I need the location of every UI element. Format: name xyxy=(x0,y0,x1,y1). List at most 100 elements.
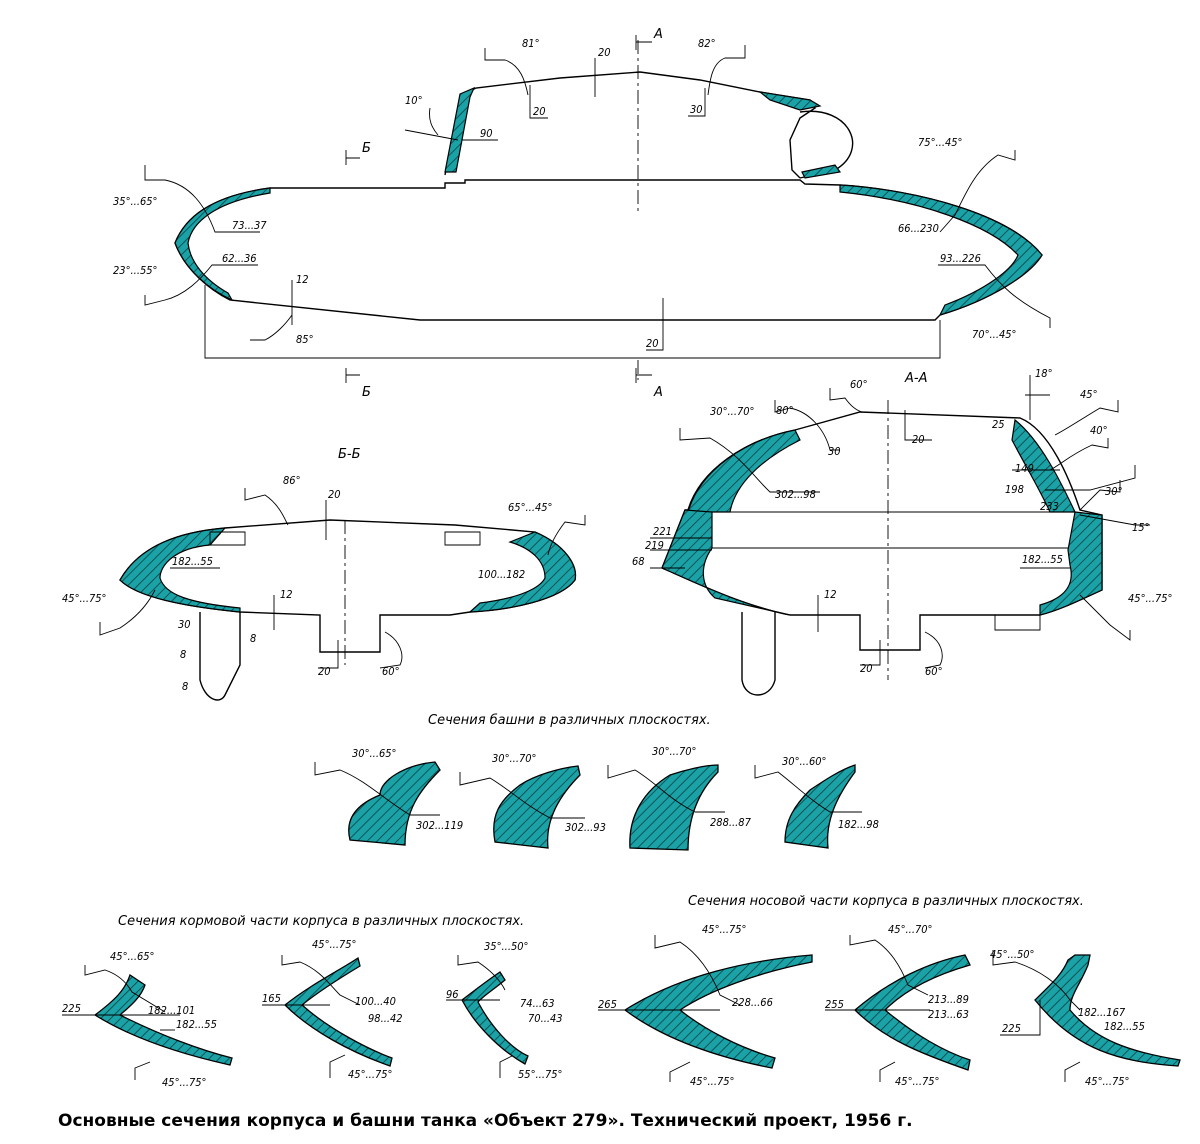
rear-section-2-bottom: 45°...75° xyxy=(348,1068,393,1081)
bb-dim-left-thk: 182...55 xyxy=(172,555,213,568)
bb-dim-8a: 8 xyxy=(180,648,186,661)
aa-bracket xyxy=(994,615,1041,631)
nose-section-3-bottom: 45°...75° xyxy=(1085,1075,1130,1088)
aa-leader-18 xyxy=(1025,375,1050,420)
turret-sections-title: Сечения башни в различных плоскостях. xyxy=(428,713,711,728)
nose-section-3-shape xyxy=(1034,954,1181,1067)
turret-section-1-angle: 30°...65° xyxy=(352,747,397,760)
aa-dim-30-70: 30°...70° xyxy=(710,405,755,418)
dim-90: 90 xyxy=(480,127,493,140)
rear-section-2-leader-top xyxy=(281,955,361,1006)
dim-front-upper-angle: 75°...45° xyxy=(918,136,963,149)
nose-section-1: 265 45°...75° 228...66 45°...75° xyxy=(598,923,813,1088)
aa-leader-302 xyxy=(679,428,820,493)
cut-label-b-bottom: Б xyxy=(362,385,371,400)
nose-section-2-leader-bottom xyxy=(879,1061,896,1082)
section-aa: А-А 60° 80° 30°...70° 30 20 18° 25 45° 4… xyxy=(632,367,1173,696)
aa-dim-roof-20: 20 xyxy=(912,433,925,446)
nose-section-2-left: 255 xyxy=(825,998,844,1011)
leader-roof-20 xyxy=(529,85,548,119)
turret-section-1-leader xyxy=(314,762,440,816)
nose-section-3-t1: 182...167 xyxy=(1078,1006,1126,1019)
turret-section-4-thk: 182...98 xyxy=(838,818,879,831)
dim-roof-20: 20 xyxy=(533,105,546,118)
dim-85: 85° xyxy=(296,333,314,346)
turret-rear-armor xyxy=(757,91,822,111)
aa-dim-182-55: 182...55 xyxy=(1022,553,1063,566)
cut-label-a-top: А xyxy=(653,27,663,42)
aa-dim-233: 233 xyxy=(1040,500,1059,513)
turret-section-4-angle: 30°...60° xyxy=(782,755,827,768)
nose-section-2-leader-top xyxy=(849,935,929,996)
section-bb: Б-Б 86° 20 65°...45° 100...182 182...55 … xyxy=(62,447,586,701)
nose-section-2-t2: 213...63 xyxy=(928,1008,969,1021)
hull-rear-armor xyxy=(174,187,271,302)
cut-mark-a-bottom xyxy=(635,368,652,383)
bb-leader-left-angle xyxy=(99,589,156,636)
rear-section-2-leader-bottom xyxy=(329,1054,346,1078)
rear-section-1-top: 45°...65° xyxy=(110,950,155,963)
rear-section-2-top: 45°...75° xyxy=(312,938,357,951)
rear-section-3-leader-bottom xyxy=(499,1055,513,1078)
rear-section-3-shape xyxy=(461,971,529,1065)
dim-front-lower-thk: 93...226 xyxy=(940,252,981,265)
hull-front-armor xyxy=(839,184,1043,316)
dim-rear-upper-angle: 35°...65° xyxy=(113,195,158,208)
figure-caption: Основные сечения корпуса и башни танка «… xyxy=(58,1111,913,1131)
rear-section-2: 165 45°...75° 100...40 98...42 45°...75° xyxy=(262,938,403,1081)
bb-leader-right xyxy=(547,515,586,556)
rear-section-3-t2: 70...43 xyxy=(528,1012,563,1025)
aa-dim-12: 12 xyxy=(824,588,837,601)
rear-section-1-leader-bottom xyxy=(134,1061,151,1080)
dim-82: 82° xyxy=(698,37,716,50)
bb-dim-left-angle: 45°...75° xyxy=(62,592,107,605)
bb-dim-30: 30 xyxy=(178,618,191,631)
aa-leader-45 xyxy=(1054,400,1119,436)
bb-leader-bottom-20 xyxy=(318,640,339,669)
turret-section-3: 30°...70° 288...87 xyxy=(607,745,752,851)
aa-dim-bottom-20: 20 xyxy=(860,662,873,675)
nose-section-1-leader-top xyxy=(654,935,741,1006)
aa-leader-80 xyxy=(774,400,840,451)
bb-dim-floor-12: 12 xyxy=(280,588,293,601)
turret-section-4: 30°...60° 182...98 xyxy=(754,755,879,849)
aa-dim-roof-30: 30 xyxy=(828,445,841,458)
aa-dim-45-75: 45°...75° xyxy=(1128,592,1173,605)
bb-track-plate xyxy=(199,612,241,701)
bb-left-armor xyxy=(119,527,241,613)
turret-section-3-shape xyxy=(629,764,719,851)
nose-section-2-t1: 213...89 xyxy=(928,993,969,1006)
leader-front-lower xyxy=(938,264,1051,328)
rear-sections-title: Сечения кормовой части корпуса в различн… xyxy=(118,914,524,929)
leader-81 xyxy=(484,48,529,96)
rear-section-1-left: 225 xyxy=(62,1002,81,1015)
aa-leader-15 xyxy=(1079,514,1150,526)
aa-dim-60b: 60° xyxy=(925,665,943,678)
section-bb-title: Б-Б xyxy=(338,447,361,462)
turret-section-1-shape xyxy=(348,761,441,846)
rear-section-1: 225 45°...65° 182...101 182...55 45°...7… xyxy=(62,950,233,1089)
aa-leader-40 xyxy=(1049,438,1109,471)
nose-section-3-left: 225 xyxy=(1002,1022,1021,1035)
section-aa-title: А-А xyxy=(904,371,927,386)
turret-section-1: 30°...65° 302...119 xyxy=(314,747,463,846)
rear-section-1-shape xyxy=(93,973,233,1066)
aa-dim-45: 45° xyxy=(1080,388,1098,401)
aa-dim-221: 221 xyxy=(653,525,672,538)
bb-dim-right-thk: 100...182 xyxy=(478,568,525,581)
dim-bottom-12: 12 xyxy=(296,273,309,286)
nose-section-3: 225 45°...50° 182...167 182...55 45°...7… xyxy=(990,948,1181,1088)
aa-track-plate xyxy=(741,612,776,696)
aa-leader-198 xyxy=(1045,465,1136,491)
rear-section-1-t2: 182...55 xyxy=(176,1018,217,1031)
aa-dim-40: 40° xyxy=(1090,424,1108,437)
nose-section-2-top: 45°...70° xyxy=(888,923,933,936)
bb-dim-roof-20: 20 xyxy=(328,488,341,501)
bb-dim-60: 60° xyxy=(382,665,400,678)
rear-section-2-left: 165 xyxy=(262,992,281,1005)
aa-dim-149: 149 xyxy=(1015,462,1034,475)
dim-top-20: 20 xyxy=(598,46,611,59)
nose-section-2-bottom: 45°...75° xyxy=(895,1075,940,1088)
aa-leader-20b xyxy=(860,640,881,666)
cut-mark-a-top xyxy=(635,35,652,50)
